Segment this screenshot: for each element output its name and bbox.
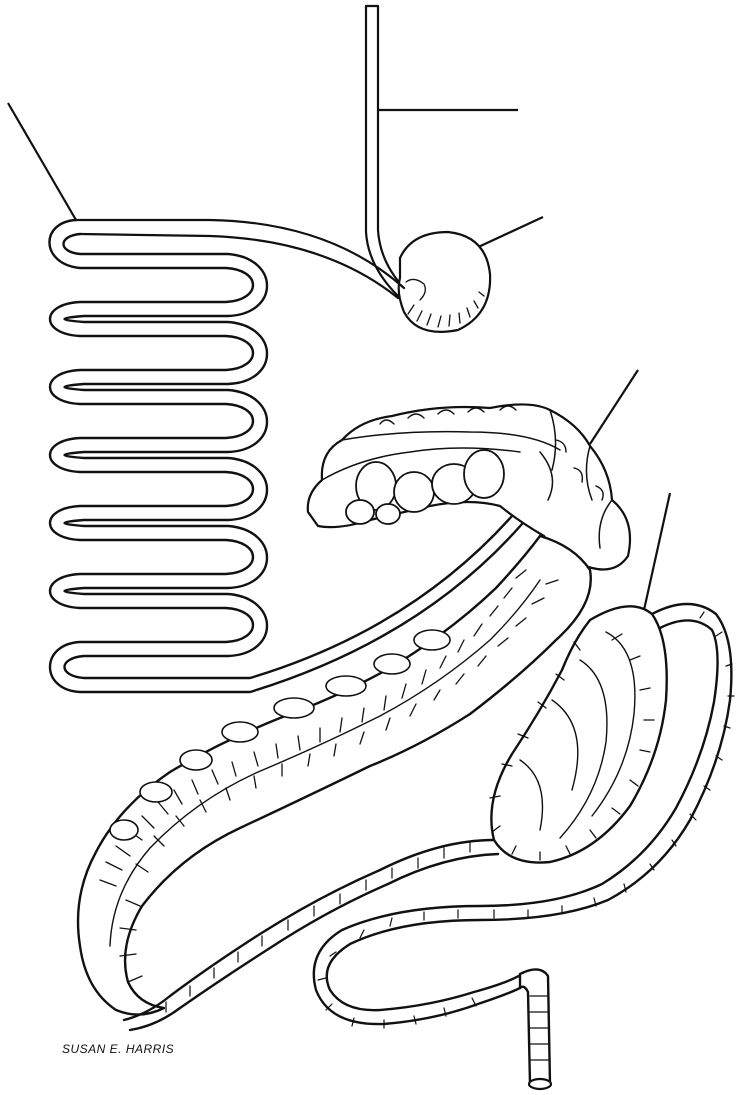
leader-line-small-intestine <box>8 103 76 220</box>
duodenum <box>76 220 404 298</box>
rectum <box>520 969 551 1089</box>
leader-line-stomach <box>474 217 543 249</box>
esophagus <box>366 6 404 296</box>
leader-line-cecum <box>590 370 638 444</box>
cecum <box>308 404 630 569</box>
stomach <box>399 232 490 332</box>
artist-signature: SUSAN E. HARRIS <box>62 1042 174 1056</box>
